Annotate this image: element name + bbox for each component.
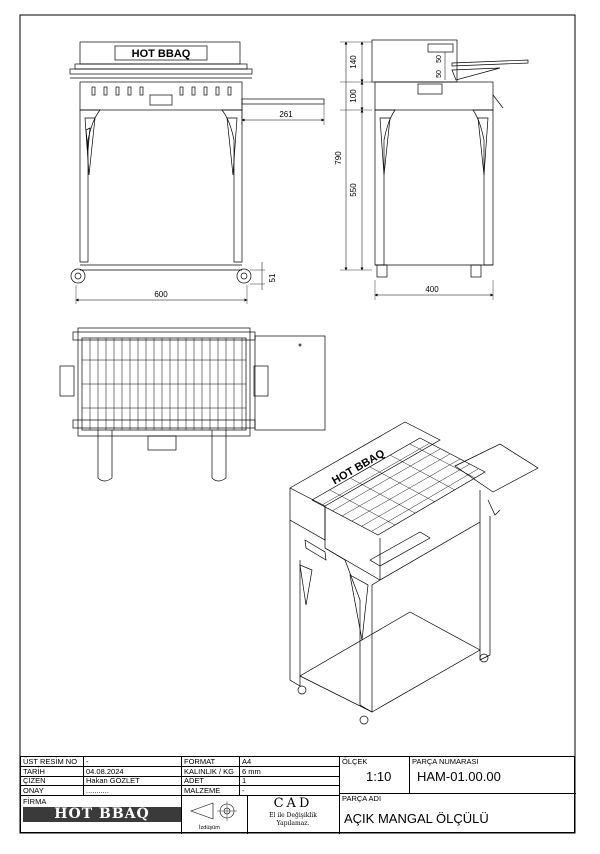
format-label: FORMAT <box>184 757 216 766</box>
iso-wheel-2 <box>359 715 369 725</box>
cad-sub1: El ile Değişiklik <box>269 812 317 819</box>
cizen-value: Hakan GÖZLET <box>86 776 140 785</box>
front-wheel-left <box>70 268 86 284</box>
front-side-shelf <box>241 98 325 105</box>
front-leg-cutout-right <box>226 117 238 176</box>
dim-100: 100 <box>349 89 358 103</box>
iso-leg-right <box>479 516 491 661</box>
projection-symbol-icon <box>190 801 237 821</box>
side-leg-right <box>472 109 494 266</box>
format-value: A4 <box>242 757 252 766</box>
ust-resim-no-label: ÜST RESİM NO <box>23 757 78 766</box>
dim-600: 600 <box>154 290 168 299</box>
kalinlik-value: 6 mm <box>242 767 261 776</box>
top-grill-handle-right <box>211 430 227 482</box>
kalinlik-label: KALINLIK / KG <box>184 767 235 776</box>
tarih-label: TARİH <box>23 767 45 776</box>
iso-side-handle <box>304 539 327 561</box>
side-view <box>340 39 529 300</box>
front-leg-cutout-left <box>84 117 96 176</box>
front-firebox <box>79 81 243 111</box>
adet-label: ADET <box>184 776 205 785</box>
izdusum-label: İzdüşüm <box>199 825 220 831</box>
side-back-panel <box>371 39 458 83</box>
top-side-shelf <box>254 335 326 431</box>
top-side-handle-right <box>253 365 269 397</box>
front-logo-text: HOT BBAQ <box>132 48 191 60</box>
iso-leg-front-left <box>324 547 381 713</box>
side-wheel-right <box>470 264 482 278</box>
parca-no-label: PARÇA NUMARASI <box>412 757 479 766</box>
dim-50-a: 50 <box>436 55 443 63</box>
side-wheel-left <box>376 264 388 278</box>
side-grill-tray-2 <box>451 67 501 81</box>
parca-no-value: HAM-01.00.00 <box>417 769 501 784</box>
dim-790: 790 <box>334 151 343 165</box>
dim-51: 51 <box>268 273 277 282</box>
dim-50-b: 50 <box>436 70 443 78</box>
iso-leg-left-back <box>289 520 301 687</box>
dim-261: 261 <box>279 110 293 119</box>
iso-grill-bars <box>321 442 479 532</box>
onay-value: ........... <box>86 786 109 795</box>
parca-adi-label: PARÇA ADI <box>342 794 382 803</box>
side-leg-cutout-left <box>379 117 391 176</box>
front-slots <box>91 86 232 96</box>
iso-grill-grate <box>311 437 486 536</box>
front-grill-rack <box>74 63 248 70</box>
dim-140: 140 <box>349 55 358 69</box>
onay-label: ONAY <box>23 786 44 795</box>
front-leg-right <box>221 109 243 263</box>
olcek-value: 1:10 <box>366 769 392 784</box>
front-view: HOT BBAQ <box>69 41 325 304</box>
iso-firebox-body <box>324 490 481 581</box>
top-grill-bars <box>82 338 246 430</box>
firma-logo: HOT BBAQ <box>23 807 181 822</box>
firma-label: FİRMA <box>23 797 47 806</box>
top-front-handle <box>147 435 177 451</box>
top-side-handle-left <box>59 365 75 397</box>
olcek-label: ÖLÇEK <box>342 757 368 766</box>
front-logo-box <box>114 45 208 61</box>
iso-logo-text: HOT BBAQ <box>330 447 387 487</box>
cad-sub2: Yapılamaz. <box>276 820 310 827</box>
title-block: ÜST RESİM NO - TARİH 04.08.2024 ÇİZEN Ha… <box>20 756 576 834</box>
dim-550: 550 <box>349 183 358 197</box>
iso-leg-cutouts <box>299 564 369 641</box>
top-grill-handle-left <box>97 430 113 482</box>
cizen-label: ÇİZEN <box>23 776 46 785</box>
iso-side-shelf <box>454 443 539 493</box>
side-leg-left <box>374 109 396 266</box>
parca-adi-value: AÇIK MANGAL ÖLÇÜLÜ <box>344 811 489 826</box>
adet-value: 1 <box>242 776 247 785</box>
iso-bottom-shelf <box>299 611 481 713</box>
malzeme-label: MALZEME <box>184 786 221 795</box>
iso-front-handle <box>369 531 431 567</box>
iso-back-panel <box>289 421 441 507</box>
ust-resim-no-value: - <box>86 757 89 766</box>
top-view <box>59 327 326 482</box>
front-handle <box>149 94 173 106</box>
tarih-value: 04.08.2024 <box>86 767 124 776</box>
side-leg-cutout-right <box>477 117 489 176</box>
iso-wheel-1 <box>297 685 307 695</box>
iso-wheel-3 <box>479 653 489 663</box>
malzeme-value: - <box>242 786 245 795</box>
side-firebox <box>374 81 494 111</box>
front-leg-left <box>79 109 101 263</box>
cad-title: CAD <box>273 796 313 811</box>
iso-view <box>289 421 539 725</box>
iso-grill-handle <box>487 499 501 516</box>
front-wheel-right <box>236 268 252 284</box>
side-grill-tray <box>451 59 529 67</box>
sheet-border <box>19 14 576 834</box>
dim-400: 400 <box>425 285 439 294</box>
front-grill-rack-2 <box>69 68 253 75</box>
